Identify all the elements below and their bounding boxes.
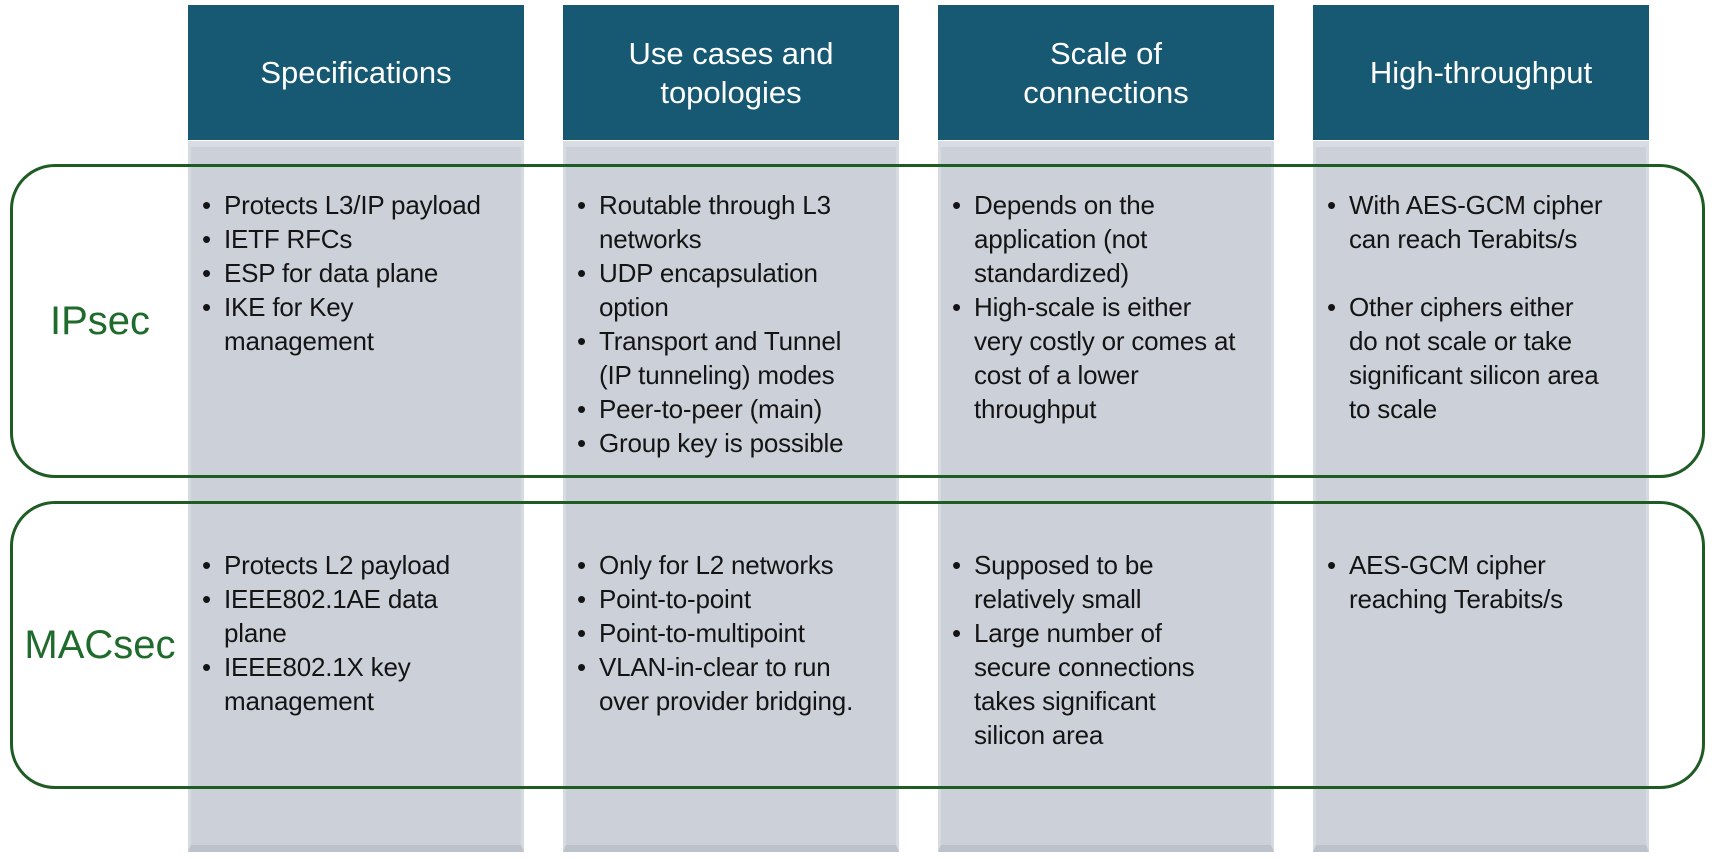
bullet-item: ESP for data plane — [200, 256, 516, 290]
bullet-item: Supposed to be relatively small — [950, 548, 1266, 616]
cell-ipsec-specifications: Protects L3/IP payloadIETF RFCsESP for d… — [200, 188, 516, 358]
bullet-item: Depends on the application (not standard… — [950, 188, 1266, 290]
bullet-item: IEEE802.1AE data plane — [200, 582, 516, 650]
column-header-throughput: High-throughput — [1313, 5, 1649, 140]
cell-ipsec-throughput: With AES-GCM cipher can reach Terabits/s… — [1325, 188, 1641, 426]
bullet-item: Point-to-point — [575, 582, 891, 616]
row-label-ipsec: IPsec — [49, 298, 151, 343]
bullet-item: UDP encapsulation option — [575, 256, 891, 324]
bullet-item: IKE for Key management — [200, 290, 516, 358]
column-header-scale: Scale of connections — [938, 5, 1274, 140]
bullet-item: Routable through L3 networks — [575, 188, 891, 256]
column-header-specifications: Specifications — [188, 5, 524, 140]
bullet-item: IETF RFCs — [200, 222, 516, 256]
cell-macsec-scale: Supposed to be relatively smallLarge num… — [950, 548, 1266, 752]
cell-macsec-specifications: Protects L2 payloadIEEE802.1AE data plan… — [200, 548, 516, 718]
bullet-item: Peer-to-peer (main) — [575, 392, 891, 426]
bullet-item: Large number of secure connections takes… — [950, 616, 1266, 752]
bullet-item: Protects L2 payload — [200, 548, 516, 582]
cell-ipsec-use-cases: Routable through L3 networksUDP encapsul… — [575, 188, 891, 460]
bullet-item: Protects L3/IP payload — [200, 188, 516, 222]
bullet-item: Point-to-multipoint — [575, 616, 891, 650]
bullet-item: Other ciphers either do not scale or tak… — [1325, 290, 1641, 426]
cell-macsec-throughput: AES-GCM cipher reaching Terabits/s — [1325, 548, 1641, 616]
bullet-item: Transport and Tunnel (IP tunneling) mode… — [575, 324, 891, 392]
bullet-item: High-scale is either very costly or come… — [950, 290, 1266, 426]
bullet-item: With AES-GCM cipher can reach Terabits/s — [1325, 188, 1641, 256]
column-header-use-cases: Use cases and topologies — [563, 5, 899, 140]
bullet-item: AES-GCM cipher reaching Terabits/s — [1325, 548, 1641, 616]
row-label-macsec: MACsec — [24, 622, 176, 667]
bullet-item: IEEE802.1X key management — [200, 650, 516, 718]
cell-macsec-use-cases: Only for L2 networksPoint-to-pointPoint-… — [575, 548, 891, 718]
cell-ipsec-scale: Depends on the application (not standard… — [950, 188, 1266, 426]
column-body-throughput — [1313, 141, 1649, 852]
bullet-item: Group key is possible — [575, 426, 891, 460]
bullet-item: VLAN-in-clear to run over provider bridg… — [575, 650, 891, 718]
bullet-item: Only for L2 networks — [575, 548, 891, 582]
